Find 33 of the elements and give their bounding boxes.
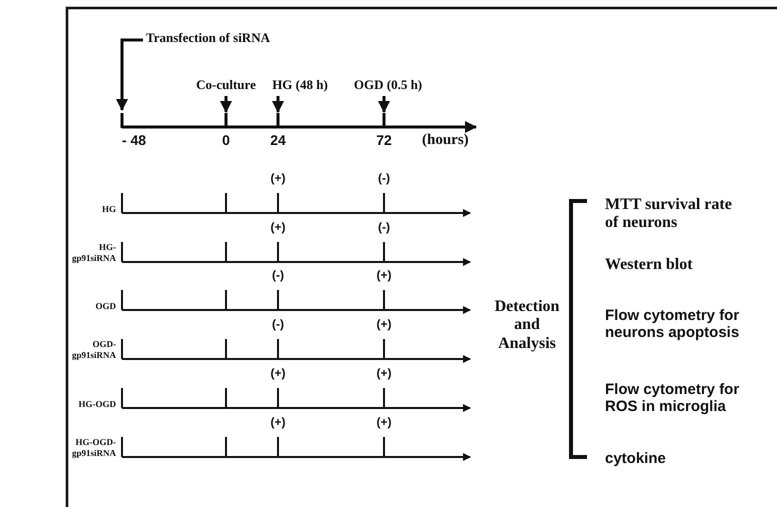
tick-label: 24	[270, 132, 286, 148]
row-label: OGD	[94, 300, 116, 311]
condition-sign: (-)	[272, 318, 284, 332]
tick-label: - 48	[122, 132, 146, 148]
event-label: OGD (0.5 h)	[354, 78, 422, 93]
condition-sign: (+)	[270, 172, 286, 186]
tick-label: 72	[376, 132, 392, 148]
condition-sign: (+)	[376, 367, 392, 381]
condition-sign: (-)	[272, 269, 284, 283]
condition-sign: (+)	[270, 221, 286, 235]
event-label: Co-culture	[196, 78, 256, 93]
unit-label: (hours)	[422, 132, 469, 150]
row-label: HG-gp91siRNA	[70, 242, 116, 263]
row-label: OGD-gp91siRNA	[70, 339, 116, 360]
method-label: MTT survival rate of neurons	[605, 196, 733, 233]
condition-sign: (+)	[376, 269, 392, 283]
row-label: HG	[100, 204, 116, 214]
method-label: Western blot	[605, 256, 693, 274]
method-label: cytokine	[605, 450, 666, 468]
condition-sign: (-)	[378, 221, 390, 235]
method-label: Flow cytometry for neurons apoptosis	[605, 307, 740, 342]
method-label: Flow cytometry for ROS in microglia	[605, 381, 740, 416]
group-label: Detection and Analysis	[494, 298, 560, 354]
condition-sign: (+)	[376, 416, 392, 430]
condition-sign: (+)	[270, 367, 286, 381]
event-label: HG (48 h)	[272, 78, 328, 93]
event-label: Transfection of siRNA	[146, 31, 270, 46]
row-label: HG-OGD-gp91siRNA	[70, 437, 116, 458]
condition-sign: (-)	[378, 172, 390, 186]
condition-sign: (+)	[376, 318, 392, 332]
row-label: HG-OGD	[78, 398, 116, 409]
condition-sign: (+)	[270, 416, 286, 430]
tick-label: 0	[222, 132, 230, 148]
